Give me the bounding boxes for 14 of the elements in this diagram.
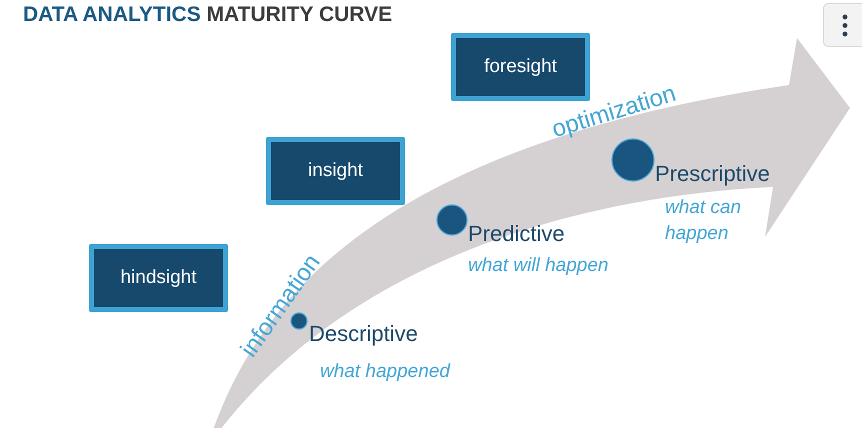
stage-box: [266, 137, 405, 205]
stage-description: what will happen: [468, 254, 610, 278]
dot-marker-icon: [611, 138, 655, 182]
stage-description: what happened: [320, 360, 452, 384]
box-label: hindsight: [120, 267, 197, 289]
stage-name: Predictive: [468, 222, 565, 246]
dot-marker-icon: [436, 204, 468, 236]
stage-description: what can happen: [665, 196, 742, 246]
dot-marker-icon: [290, 312, 308, 330]
box-label: foresight: [484, 56, 557, 78]
box-label: insight: [308, 160, 363, 182]
stage-name: Prescriptive: [655, 162, 770, 186]
diagram-title: DATA ANALYTICS MATURITY CURVE: [23, 3, 392, 27]
stage-box: [89, 244, 228, 312]
